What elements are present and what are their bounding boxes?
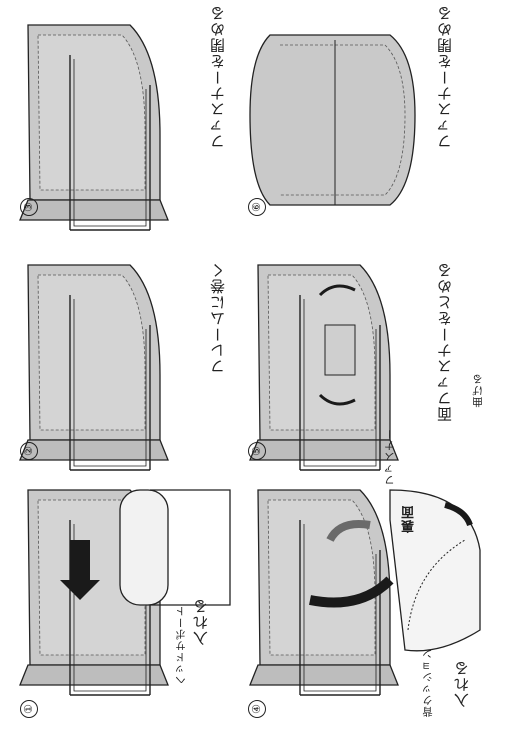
step2-caption: フレームに巻く	[209, 262, 227, 374]
step3-caption: ファスナーを閉める	[209, 5, 227, 149]
step4-label-back-cushion: 背クッション	[422, 648, 434, 717]
step1-illustration	[19, 489, 231, 696]
step1-label-insert: 入れる	[192, 598, 210, 646]
step4-illustration	[249, 489, 481, 696]
step4-number: ④	[248, 700, 266, 718]
step6-caption: ファスナーを閉める	[436, 5, 454, 149]
step4-label-insert: 入れる	[453, 660, 471, 708]
step6-number: ⑥	[248, 198, 266, 216]
step1-label-head-support: ヘッドサポート	[175, 605, 187, 686]
step5-number: ⑤	[248, 442, 266, 460]
step3-number: ③	[20, 198, 38, 216]
step3-illustration	[19, 24, 169, 231]
step6-illustration	[249, 34, 416, 206]
step4-label-bend: 曲げる	[472, 373, 484, 408]
step1-number: ①	[20, 700, 38, 718]
step5-caption: 面ファスナーをとめる	[436, 262, 454, 422]
step5-illustration	[249, 264, 399, 471]
step4-label-reverse-side: 裏面	[402, 505, 417, 533]
step4-label-fastener: ファスナー	[384, 428, 396, 486]
step2-illustration	[19, 264, 169, 471]
step2-number: ②	[20, 442, 38, 460]
